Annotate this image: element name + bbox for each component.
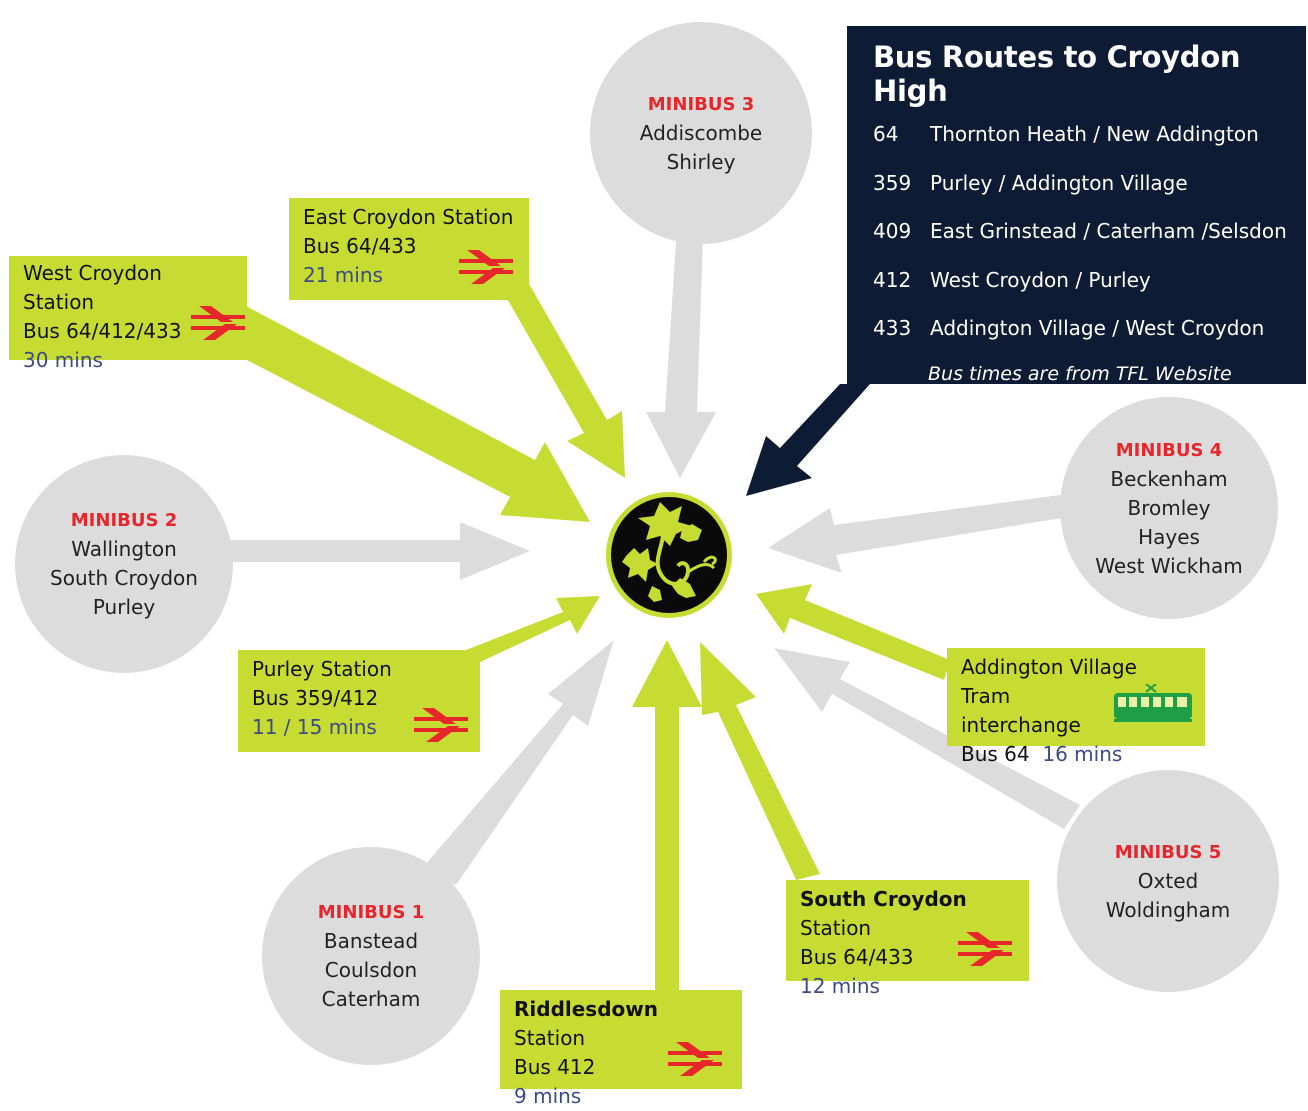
panel-note: Bus times are from TFL Website bbox=[928, 362, 1232, 385]
station-bus: Bus 359/412 bbox=[252, 686, 379, 710]
minibus-5-circle: MINIBUS 5 Oxted Woldingham bbox=[1057, 770, 1279, 992]
route-row: 359 Purley / Addington Village bbox=[873, 171, 1306, 220]
station-name: Purley Station bbox=[252, 657, 392, 681]
ivy-leaf-logo bbox=[606, 492, 732, 618]
station-name: West Croydon Station bbox=[23, 261, 162, 314]
minibus-4-arrow bbox=[768, 495, 1068, 573]
minibus-2-place: Purley bbox=[92, 595, 156, 619]
route-desc: Addington Village / West Croydon bbox=[930, 316, 1265, 340]
south-croydon-arrow bbox=[700, 642, 820, 880]
route-desc: Thornton Heath / New Addington bbox=[930, 122, 1259, 146]
minibus-5-place: Woldingham bbox=[1105, 897, 1231, 922]
minibus-4-place: West Wickham bbox=[1095, 553, 1243, 578]
station-time: 30 mins bbox=[23, 348, 103, 372]
minibus-1-place: Banstead bbox=[323, 929, 419, 953]
national-rail-icon bbox=[668, 1042, 722, 1076]
bus-routes-panel: Bus Routes to Croydon High 64 Thornton He… bbox=[847, 26, 1306, 385]
national-rail-icon bbox=[958, 932, 1012, 966]
route-number: 64 bbox=[873, 122, 899, 146]
east-croydon-arrow bbox=[505, 282, 625, 478]
panel-arrow bbox=[746, 384, 870, 496]
addington-arrow bbox=[756, 584, 950, 680]
route-desc: Purley / Addington Village bbox=[930, 170, 1188, 195]
riddlesdown-arrow bbox=[632, 640, 702, 990]
minibus-3-place: Shirley bbox=[666, 149, 736, 174]
station-bus: Bus 64/433 bbox=[303, 234, 417, 258]
route-number: 409 bbox=[873, 219, 912, 243]
station-name-rest: Station bbox=[800, 916, 872, 940]
minibus-1-circle: MINIBUS 1 Banstead Coulsdon Caterham bbox=[262, 847, 480, 1065]
station-time: 9 mins bbox=[514, 1084, 582, 1108]
route-row: 412 West Croydon / Purley bbox=[873, 268, 1306, 317]
national-rail-icon bbox=[414, 708, 468, 742]
minibus-5-arrow bbox=[774, 648, 1080, 829]
minibus-4-place: Bromley bbox=[1127, 495, 1211, 520]
minibus-2-title: MINIBUS 2 bbox=[70, 510, 178, 531]
minibus-2-circle: MINIBUS 2 Wallington South Croydon Purle… bbox=[15, 455, 233, 673]
purley-arrow bbox=[466, 596, 600, 664]
minibus-1-place: Caterham bbox=[321, 987, 421, 1011]
south-croydon-station-box: South Croydon Station Bus 64/433 12 mins bbox=[786, 880, 1029, 998]
minibus-3-title: MINIBUS 3 bbox=[647, 93, 755, 115]
station-time: 21 mins bbox=[303, 263, 383, 287]
minibus-5-title: MINIBUS 5 bbox=[1114, 841, 1222, 863]
route-row: 64 Thornton Heath / New Addington bbox=[873, 122, 1306, 171]
station-time: 16 mins bbox=[1042, 742, 1123, 766]
route-number: 359 bbox=[873, 170, 912, 195]
panel-title: Bus Routes to Croydon High bbox=[873, 40, 1241, 108]
station-name-line2: interchange bbox=[961, 713, 1081, 737]
station-bus: Bus 64 bbox=[961, 742, 1030, 766]
route-desc: West Croydon / Purley bbox=[930, 267, 1151, 292]
minibus-1-title: MINIBUS 1 bbox=[317, 902, 425, 923]
minibus-2-place: Wallington bbox=[71, 537, 177, 561]
minibus-3-circle: MINIBUS 3 Addiscombe Shirley bbox=[590, 22, 812, 244]
minibus-1-place: Coulsdon bbox=[324, 958, 418, 982]
station-time: 12 mins bbox=[800, 974, 880, 998]
station-name: South Croydon Station bbox=[800, 885, 1015, 943]
minibus-4-place: Beckenham bbox=[1110, 466, 1228, 491]
route-number: 412 bbox=[873, 267, 912, 292]
station-time: 11 / 15 mins bbox=[252, 715, 377, 739]
national-rail-icon bbox=[191, 306, 245, 340]
route-number: 433 bbox=[873, 316, 912, 340]
station-name-bold: Riddlesdown bbox=[514, 997, 658, 1021]
station-name-rest: Station bbox=[514, 1026, 586, 1050]
national-rail-icon bbox=[459, 250, 513, 284]
tram-icon bbox=[1114, 684, 1192, 722]
station-bus: Bus 412 bbox=[514, 1055, 596, 1079]
station-arrows bbox=[222, 282, 950, 990]
minibus-3-arrow bbox=[646, 210, 716, 478]
station-bus: Bus 64/433 bbox=[800, 945, 914, 969]
minibus-4-place: Hayes bbox=[1138, 524, 1200, 549]
station-name: Riddlesdown Station bbox=[514, 995, 728, 1053]
route-desc: East Grinstead / Caterham /Selsdon bbox=[930, 219, 1287, 243]
route-row: 433 Addington Village / West Croydon bbox=[873, 316, 1306, 365]
west-croydon-station-box: West Croydon Station Bus 64/412/433 30 m… bbox=[9, 256, 247, 372]
minibus-1-arrow bbox=[425, 640, 614, 885]
minibus-4-title: MINIBUS 4 bbox=[1115, 439, 1223, 461]
minibus-arrows bbox=[230, 210, 1080, 885]
route-row: 409 East Grinstead / Caterham /Selsdon bbox=[873, 219, 1306, 268]
minibus-5-place: Oxted bbox=[1137, 868, 1199, 893]
riddlesdown-station-box: Riddlesdown Station Bus 412 9 mins bbox=[500, 990, 742, 1108]
purley-station-box: Purley Station Bus 359/412 11 / 15 mins bbox=[238, 650, 480, 752]
station-name-bold: South Croydon bbox=[800, 887, 967, 911]
minibus-3-place: Addiscombe bbox=[639, 120, 763, 145]
station-name-line1: Addington Village Tram bbox=[961, 655, 1137, 708]
minibus-2-place: South Croydon bbox=[50, 566, 198, 590]
east-croydon-station-box: East Croydon Station Bus 64/433 21 mins bbox=[289, 198, 529, 300]
minibus-2-arrow bbox=[230, 522, 530, 580]
west-croydon-arrow bbox=[222, 306, 590, 522]
station-name: East Croydon Station bbox=[303, 205, 514, 229]
minibus-4-circle: MINIBUS 4 Beckenham Bromley Hayes West W… bbox=[1060, 397, 1278, 619]
station-bus: Bus 64/412/433 bbox=[23, 319, 182, 343]
